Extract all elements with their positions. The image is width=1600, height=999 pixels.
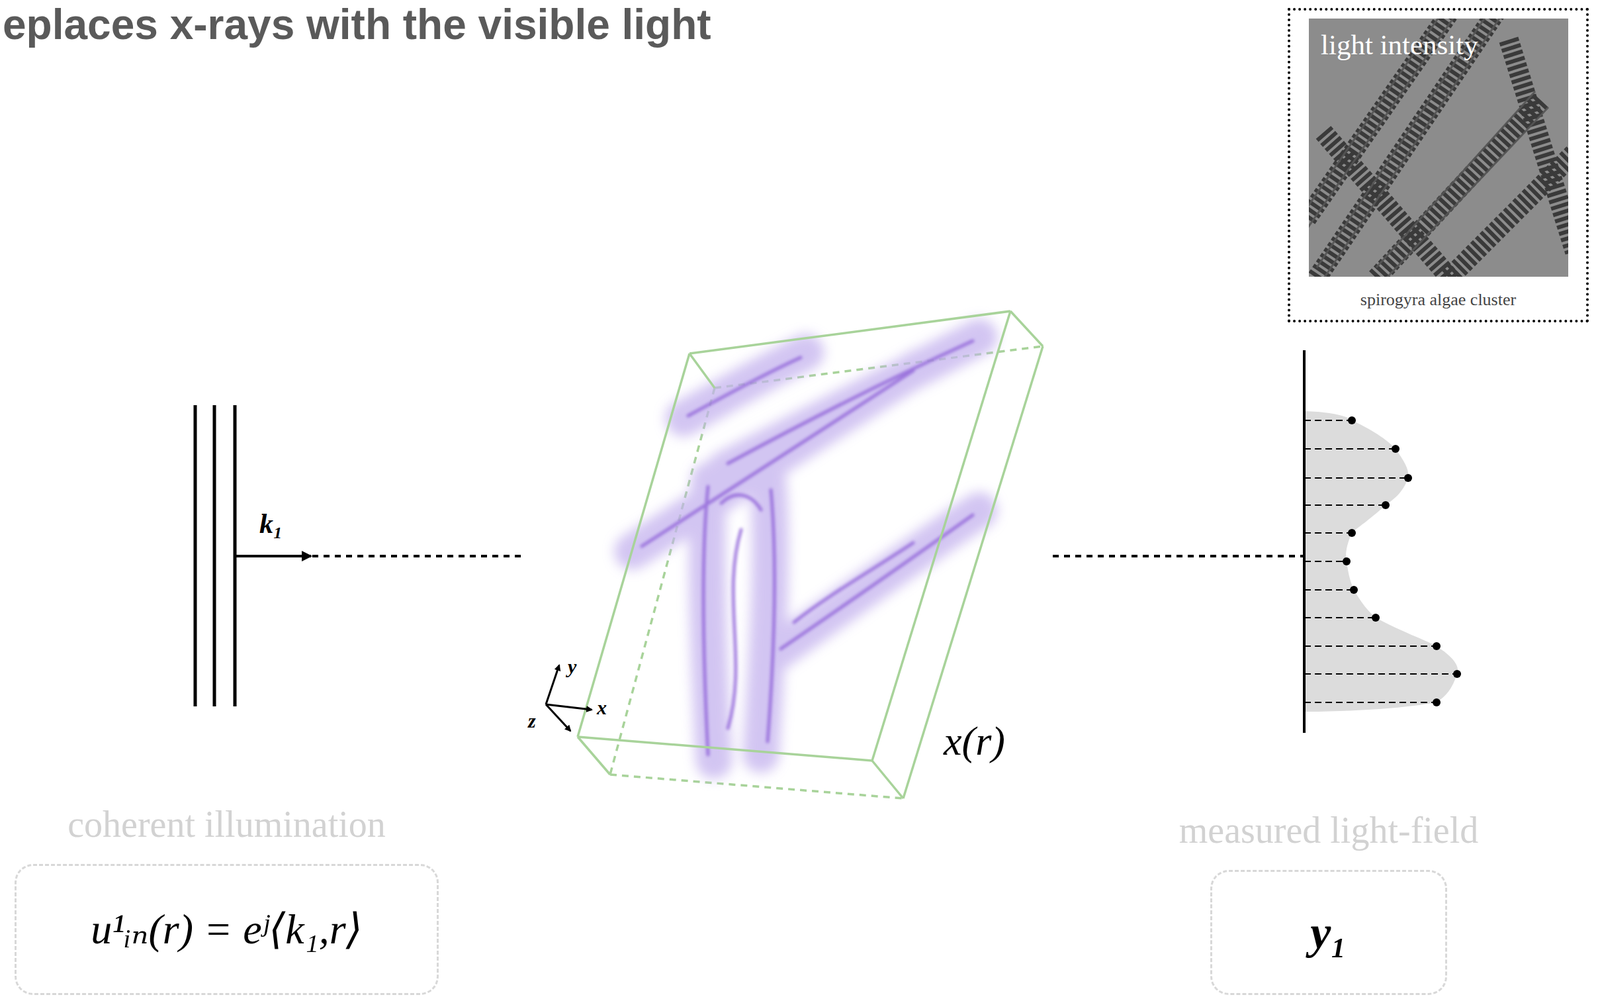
- stage-heading: measured light-field: [1156, 805, 1501, 855]
- wave-vector-arrow: [234, 554, 312, 558]
- formula-box: coherent illuminationu¹ᵢₙ(r) = eʲ⟨k₁,r⟩: [14, 863, 439, 995]
- axis-label: y: [567, 655, 577, 677]
- microscope-image: [1308, 18, 1569, 277]
- formula-text: u¹ᵢₙ(r) = eʲ⟨k₁,r⟩: [90, 903, 362, 955]
- stage-heading: coherent illumination: [54, 799, 400, 849]
- volume-content: [632, 336, 980, 761]
- plane-wave: [195, 404, 235, 707]
- inset-box: light intensity spirogyra algae cluster: [1287, 7, 1589, 323]
- output-box: measured light-fieldy₁: [1210, 869, 1448, 995]
- beam-line: [312, 554, 525, 558]
- intensity-profile: [1304, 410, 1458, 712]
- inset-label: light intensity: [1320, 27, 1487, 63]
- volume-box: [577, 311, 1043, 799]
- sample-lines: [1304, 420, 1458, 703]
- wave-vector-label: k₁: [259, 508, 284, 539]
- axis-label: z: [528, 709, 536, 732]
- detector-line: [1302, 350, 1306, 733]
- beam-line: [1052, 554, 1305, 558]
- axis-label: x: [596, 696, 607, 718]
- slide-title: eplaces x-rays with the visible light: [2, 0, 712, 49]
- formula-text: y₁: [1310, 904, 1347, 961]
- inset-caption: spirogyra algae cluster: [1290, 288, 1587, 312]
- volume-label: x(r): [943, 717, 1006, 763]
- sample-dots: [1342, 416, 1462, 707]
